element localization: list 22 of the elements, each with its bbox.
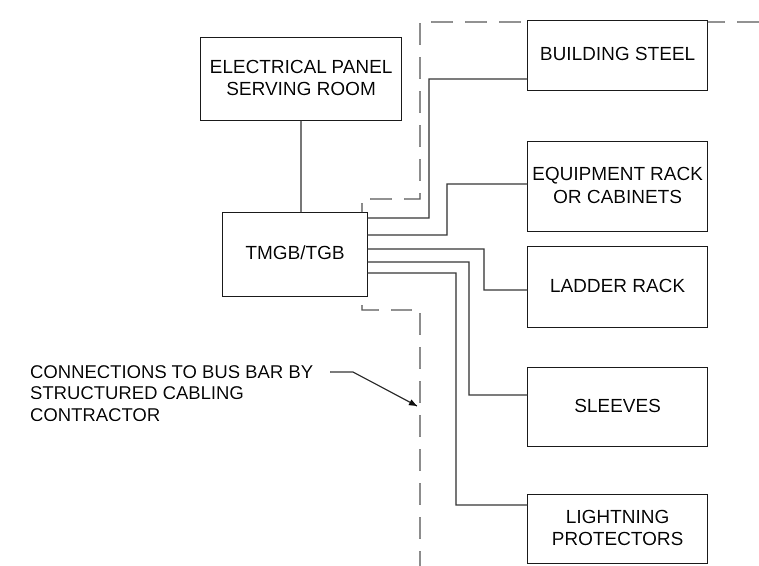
box-label: SLEEVES bbox=[574, 396, 661, 418]
panel-box bbox=[200, 37, 402, 121]
bonding-conductor bbox=[368, 78, 527, 219]
equipment-box bbox=[527, 494, 708, 564]
box-label: BUILDING STEEL bbox=[540, 44, 696, 67]
bonding-conductor bbox=[368, 248, 527, 291]
box-label: ELECTRICAL PANEL SERVING ROOM bbox=[208, 56, 394, 102]
box-label: TMGB/TGB bbox=[245, 243, 345, 266]
equipment-box bbox=[527, 20, 708, 91]
leader-line bbox=[330, 371, 418, 407]
note-text: CONNECTIONS TO BUS BAR BY STRUCTURED CABLING CONTRACTOR bbox=[30, 360, 314, 426]
box-label: LADDER RACK bbox=[550, 276, 686, 298]
bonding-conductor bbox=[300, 121, 302, 212]
bonding-conductor bbox=[368, 183, 527, 236]
ground-bar-box bbox=[222, 212, 368, 297]
bonding-conductor bbox=[368, 272, 527, 506]
box-label: EQUIPMENT RACK OR CABINETS bbox=[531, 164, 704, 209]
box-label: LIGHTNING PROTECTORS bbox=[550, 506, 684, 552]
equipment-box bbox=[527, 141, 708, 232]
bonding-conductor bbox=[368, 261, 527, 396]
equipment-box bbox=[527, 246, 708, 328]
equipment-box bbox=[527, 367, 708, 447]
